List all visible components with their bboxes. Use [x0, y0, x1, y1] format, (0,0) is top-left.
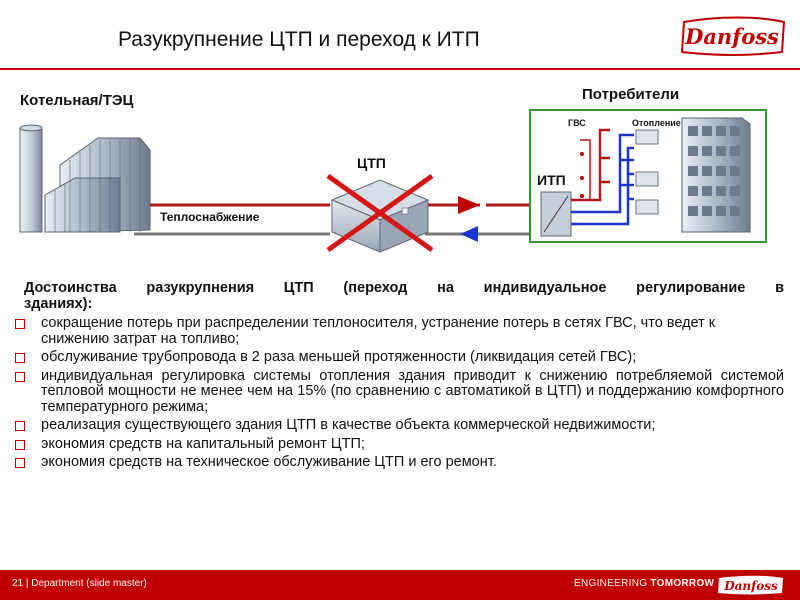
bullet-icon — [15, 439, 25, 450]
ctp-unit-icon — [326, 173, 434, 253]
footer-tagline: ENGINEERING TOMORROW — [574, 578, 715, 589]
title-divider — [0, 68, 800, 70]
list-item: экономия средств на техническое обслужив… — [14, 454, 784, 471]
footer-danfoss-logo: Danfoss — [718, 575, 783, 595]
danfoss-logo: Danfoss — [680, 16, 786, 56]
footer-logo-text: Danfoss — [723, 579, 778, 593]
tap-icons — [580, 152, 584, 198]
supply-arrow — [458, 196, 480, 214]
advantages-heading-line2: зданиях): — [24, 296, 93, 312]
cross-out-line-2 — [326, 173, 434, 253]
bullet-icon — [15, 421, 25, 431]
list-item: реализация существующего здания ЦТП в ка… — [14, 417, 784, 434]
logo-text: Danfoss — [684, 24, 779, 49]
list-item: индивидуальная регулировка системы отопл… — [14, 368, 784, 416]
radiator-icons — [635, 129, 659, 215]
list-item: сокращение потерь при распределении тепл… — [14, 315, 784, 347]
apartment-building-icon — [681, 117, 751, 233]
heat-supply-label: Теплоснабжение — [160, 210, 260, 224]
ctp-label: ЦТП — [357, 155, 386, 171]
consumers-label: Потребители — [582, 86, 680, 103]
bullet-icon — [15, 353, 25, 363]
bullet-icon — [15, 458, 25, 468]
slide-info: 21 | Department (slide master) — [12, 578, 147, 589]
slide-title: Разукрупнение ЦТП и переход к ИТП — [118, 28, 480, 51]
advantages-heading-line1: Достоинства разукрупнения ЦТП (переход н… — [24, 280, 784, 296]
itp-label: ИТП — [537, 172, 566, 188]
boiler-label: Котельная/ТЭЦ — [20, 92, 134, 109]
bullet-icon — [15, 371, 25, 382]
footer-bar — [0, 570, 800, 600]
heating-label: Отопление — [632, 118, 681, 128]
advantages-list: сокращение потерь при распределении тепл… — [14, 315, 784, 474]
bullet-icon — [15, 319, 25, 329]
list-item: экономия средств на капитальный ремонт Ц… — [14, 436, 784, 453]
boiler-plant-icon — [19, 124, 151, 233]
itp-unit-icon — [540, 191, 572, 237]
gvs-label: ГВС — [568, 118, 586, 128]
heat-supply-diagram — [19, 109, 767, 253]
return-arrow — [460, 226, 478, 242]
list-item: обслуживание трубопровода в 2 раза меньш… — [14, 349, 784, 366]
